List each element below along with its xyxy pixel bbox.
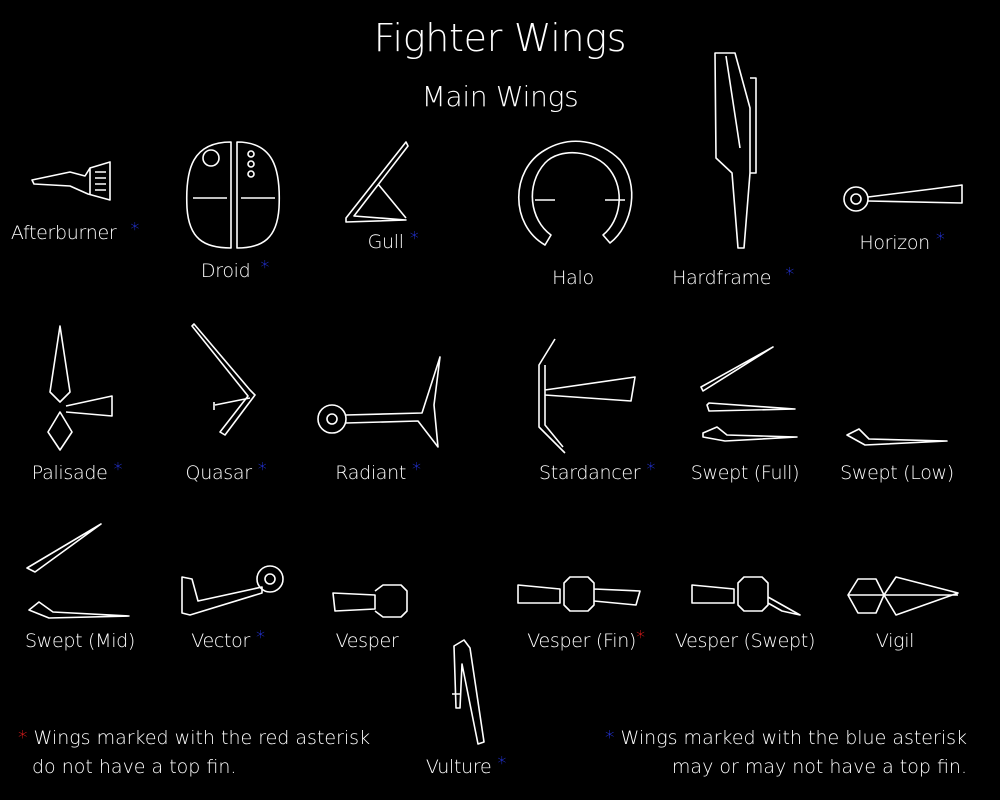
note-text: may or may not have a top fin. [671, 756, 967, 778]
wing-label-vesper: Vesper [335, 630, 399, 652]
blue-asterisk: * [130, 219, 140, 240]
blue-asterisk-note: * Wings marked with the blue asterisk ma… [605, 724, 967, 782]
wing-label-horizon: Horizon* [859, 229, 945, 254]
note-text: Wings marked with the blue asterisk [620, 727, 967, 749]
wing-label-vigil: Vigil [875, 630, 915, 652]
note-text: Wings marked with the red asterisk [33, 727, 371, 749]
wing-label-gull: Gull* [367, 228, 419, 253]
vector-wing-icon [181, 565, 284, 616]
blue-asterisk: * [646, 459, 656, 480]
afterburner-wing-icon [31, 161, 111, 201]
swept-full-wing-icon [700, 346, 798, 442]
blue-asterisk: * [113, 459, 123, 480]
horizon-wing-icon [843, 184, 963, 212]
halo-wing-icon [517, 140, 633, 246]
blue-asterisk: * [260, 257, 270, 278]
wing-label-vesper-fin: Vesper (Fin)* [527, 627, 645, 652]
wing-label-hardframe: Hardframe* [672, 264, 794, 289]
droid-wing-icon [185, 141, 281, 249]
wing-label-vector: Vector* [191, 627, 265, 652]
wing-label-radiant: Radiant* [335, 459, 421, 484]
wing-label-quasar: Quasar* [185, 459, 267, 484]
wing-label-vulture: Vulture* [425, 753, 507, 778]
wing-label-swept-full: Swept (Full) [690, 462, 800, 484]
gull-wing-icon [345, 141, 409, 223]
quasar-wing-icon [191, 323, 256, 436]
vesper-fin-wing-icon [517, 576, 641, 612]
stardancer-wing-icon [538, 338, 636, 454]
swept-low-wing-icon [846, 428, 948, 446]
wing-label-stardancer: Stardancer* [538, 459, 656, 484]
wing-label-afterburner: Afterburner* [10, 219, 140, 244]
blue-asterisk: * [409, 228, 419, 249]
blue-asterisk: * [257, 459, 267, 480]
vesper-wing-icon [332, 584, 408, 618]
page-title: Fighter Wings [373, 16, 627, 60]
vesper-swept-wing-icon [691, 576, 801, 616]
wing-label-droid: Droid* [200, 257, 270, 282]
hardframe-wing-icon [714, 52, 757, 249]
wing-label-palisade: Palisade* [31, 459, 123, 484]
red-asterisk: * [636, 627, 645, 648]
red-asterisk-note: * Wings marked with the red asterisk do … [18, 724, 370, 782]
blue-asterisk: * [256, 627, 265, 648]
vulture-wing-icon [452, 639, 485, 745]
blue-asterisk: * [412, 459, 421, 480]
swept-mid-wing-icon [26, 523, 130, 619]
blue-asterisk: * [604, 727, 615, 749]
blue-asterisk: * [785, 264, 794, 285]
palisade-wing-icon [47, 325, 113, 451]
radiant-wing-icon [317, 356, 441, 448]
wing-label-swept-mid: Swept (Mid) [24, 630, 136, 652]
section-subtitle: Main Wings [421, 80, 579, 113]
blue-asterisk: * [497, 753, 507, 774]
red-asterisk: * [18, 727, 28, 749]
blue-asterisk: * [935, 229, 945, 250]
vigil-wing-icon [847, 576, 959, 616]
wing-label-swept-low: Swept (Low) [840, 462, 954, 484]
note-text: do not have a top fin. [32, 756, 237, 778]
wing-label-halo: Halo [552, 267, 594, 289]
wing-label-vesper-swept: Vesper (Swept) [674, 630, 816, 652]
